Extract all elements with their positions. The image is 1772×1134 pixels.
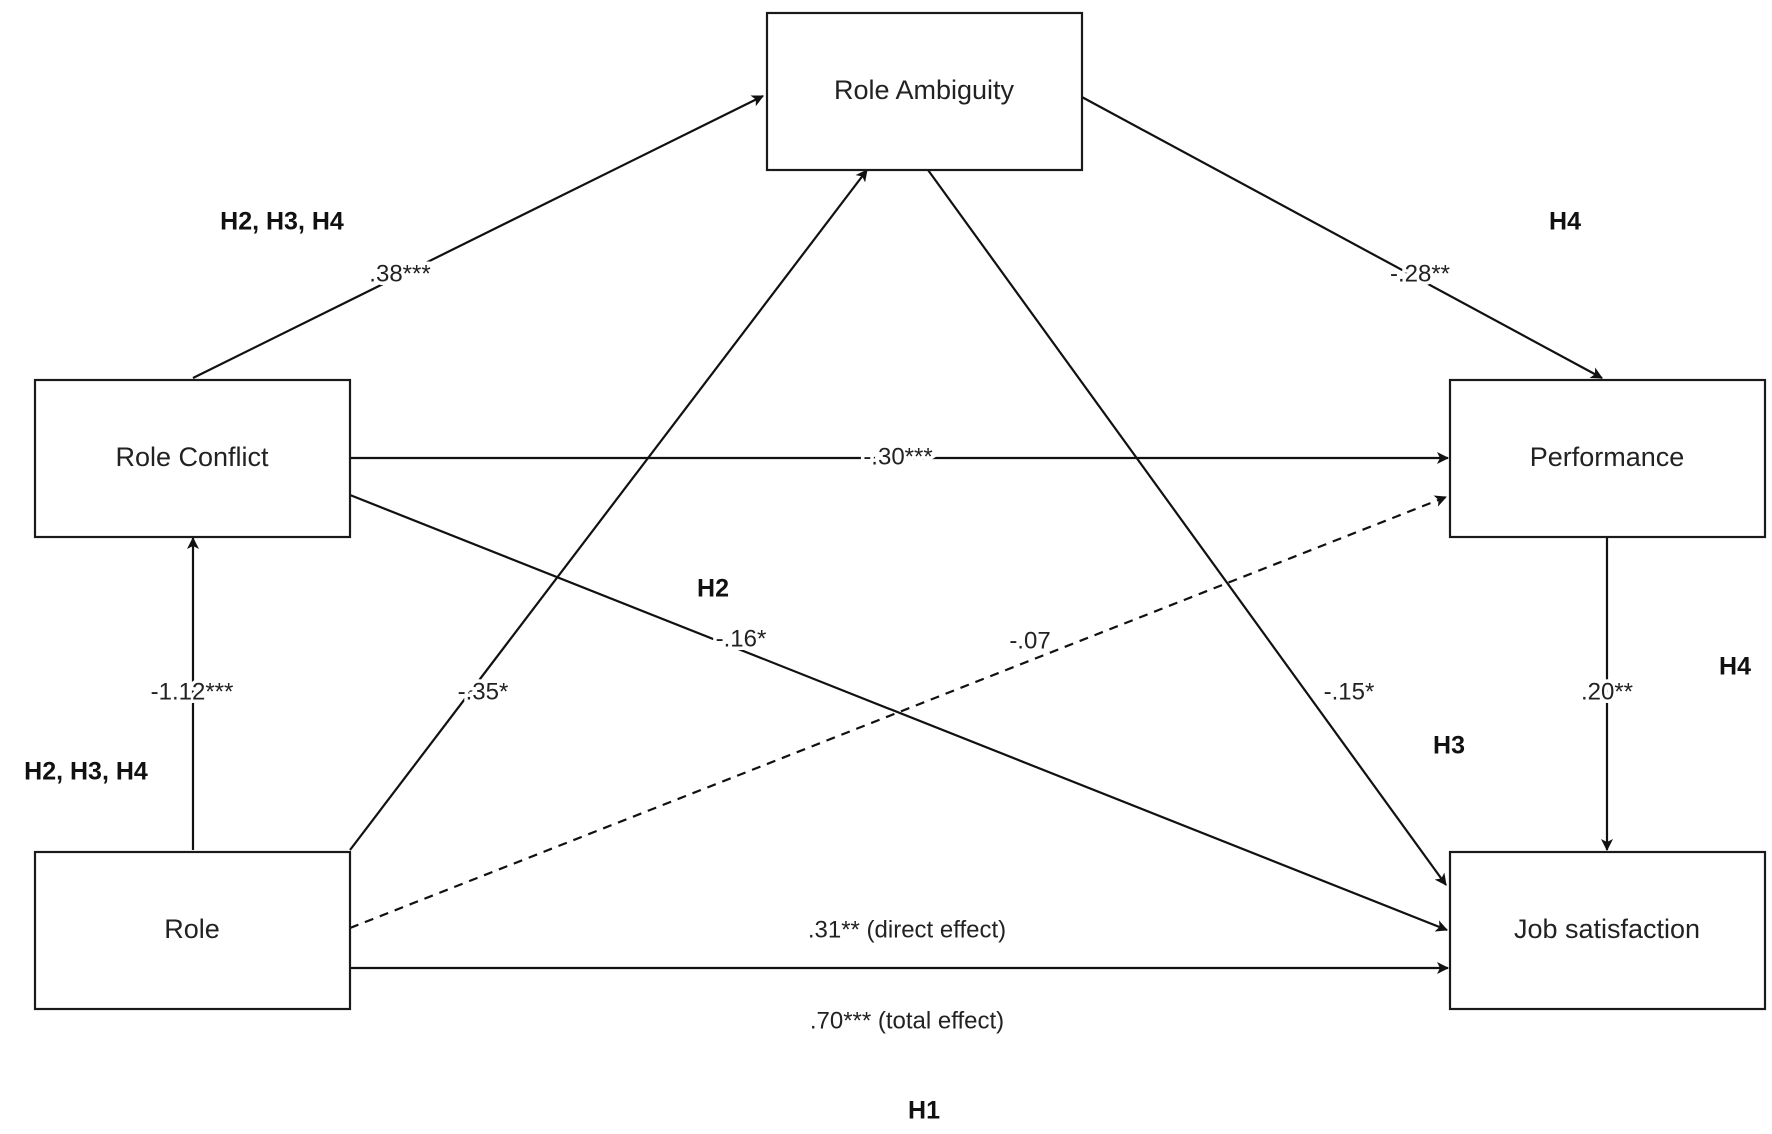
coef-conflict-to-satisfaction: -.16* — [716, 625, 767, 652]
node-role-conflict: Role Conflict — [33, 378, 352, 539]
edge-ambiguity-to-satisfaction — [927, 169, 1447, 886]
hypothesis-label-bottom: H1 — [908, 1097, 940, 1125]
edge-ambiguity-to-performance — [1079, 95, 1603, 379]
node-role-ambiguity-label: Role Ambiguity — [834, 75, 1015, 105]
hypothesis-label-center: H2 — [697, 575, 729, 603]
hypothesis-label-lower-left: H2, H3, H4 — [24, 758, 148, 786]
edge-conflict-to-ambiguity — [192, 95, 764, 379]
node-job-satisfaction: Job satisfaction — [1448, 850, 1767, 1011]
hypothesis-label-upper-right: H4 — [1549, 208, 1581, 236]
node-performance: Performance — [1448, 378, 1767, 539]
node-role-ambiguity: Role Ambiguity — [765, 11, 1084, 172]
coef-role-to-satisfaction-direct: .31** (direct effect) — [808, 916, 1006, 943]
coef-ambiguity-to-satisfaction: -.15* — [1324, 678, 1375, 705]
node-role-conflict-label: Role Conflict — [115, 442, 269, 472]
coef-ambiguity-to-performance: -.28** — [1390, 260, 1450, 287]
edge-role-to-performance — [349, 495, 1447, 930]
coef-conflict-to-ambiguity: .38*** — [369, 260, 430, 287]
node-performance-label: Performance — [1530, 442, 1685, 472]
coef-role-to-satisfaction-total: .70*** (total effect) — [810, 1007, 1004, 1034]
coef-role-to-conflict: -1.12*** — [151, 678, 234, 705]
edge-role-to-ambiguity — [349, 169, 868, 851]
edge-conflict-to-satisfaction — [349, 493, 1448, 932]
node-role: Role — [33, 850, 352, 1011]
node-job-satisfaction-label: Job satisfaction — [1514, 914, 1700, 944]
coef-role-to-ambiguity: -.35* — [458, 678, 509, 705]
hypothesis-label-upper-left: H2, H3, H4 — [220, 208, 344, 236]
coef-conflict-to-performance: -.30*** — [863, 443, 932, 470]
node-role-label: Role — [164, 914, 220, 944]
hypothesis-label-mid-right: H4 — [1719, 653, 1751, 681]
hypothesis-label-lower-center-right: H3 — [1433, 732, 1465, 760]
coef-performance-to-satisfaction: .20** — [1581, 678, 1633, 705]
coef-role-to-performance: -.07 — [1009, 627, 1050, 654]
